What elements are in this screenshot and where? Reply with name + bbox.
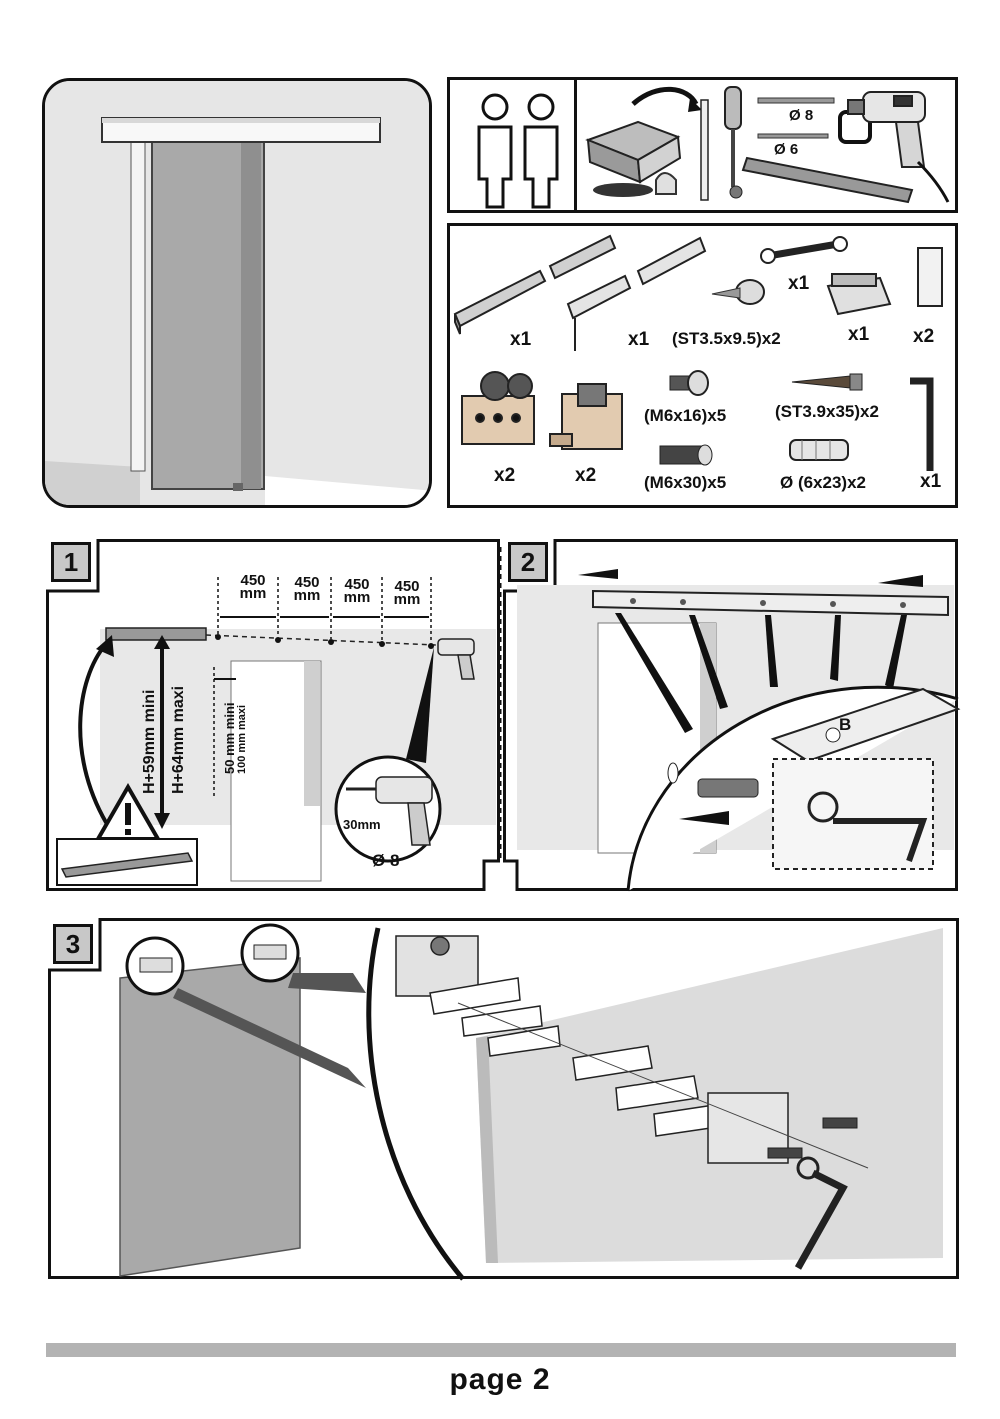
arrow-icon [631, 86, 699, 106]
tape-roll-icon [593, 183, 653, 197]
kit-hex-key-qty: x1 [920, 471, 942, 492]
cover-profile-icon [566, 236, 707, 351]
footer-bar [46, 1343, 956, 1357]
kit-guide-qty: x2 [575, 465, 597, 486]
detail-b-label: B [839, 715, 852, 734]
drill-bit-6-icon [757, 133, 829, 139]
wall-plug-icon [789, 439, 849, 461]
kit-wall-plug-qty: Ø (6x23)x2 [780, 473, 866, 492]
height-min-label: H+59mm mini [141, 689, 158, 794]
spacing-1: 450 mm [239, 572, 267, 602]
step-3-number: 3 [53, 924, 93, 964]
tools-drawing [585, 86, 950, 204]
spirit-level-inset-icon [60, 852, 194, 878]
step-1-frame [46, 539, 502, 891]
overlap-max-label: 100 mm maxi [236, 704, 248, 774]
screwdriver-icon [724, 86, 742, 130]
wrench-icon [767, 240, 839, 260]
overlap-min-label: 50 mm mini [222, 702, 237, 774]
door-overview-drawing [45, 81, 429, 505]
end-stop-icon [826, 273, 892, 316]
kit-hanger-qty: x2 [494, 465, 516, 486]
page-number-label: page 2 [449, 1363, 551, 1396]
hanger-exploded-icon [395, 935, 789, 1164]
spacing-2: 450 mm [293, 574, 321, 604]
floor-guide-icon [549, 383, 623, 450]
left-arrow-icon [578, 569, 618, 579]
kit-bolt-m6x30-qty: (M6x30)x5 [644, 473, 727, 492]
drill-diameter-label: Ø 8 [372, 851, 400, 870]
bolt-m6x30-icon [659, 444, 713, 466]
kit-spacer-qty: x2 [913, 326, 935, 347]
drill-bit-8-icon [757, 97, 835, 104]
hex-key-step3-icon [794, 1169, 848, 1270]
hardware-kit-drawing [453, 234, 943, 471]
bolts-icon [767, 1117, 858, 1159]
drill-bit-8-label: Ø 8 [789, 107, 814, 124]
step-2-panel: 2 B [503, 539, 961, 892]
hardware-kit-panel: x1 x1 (ST3.5x9.5)x2 x1 x1 x2 (M6x16)x5 (… [447, 223, 958, 508]
step-3-panel: 3 [48, 918, 959, 1281]
roller-hanger-icon [461, 371, 535, 445]
hex-key-detail-icon [833, 818, 928, 862]
spacing-3: 450 mm [343, 576, 371, 606]
spacer-plate-icon [917, 247, 943, 307]
kit-end-stop-qty: x1 [848, 324, 870, 345]
drill-hole-markers [215, 634, 434, 649]
drill-depth-label: 30mm [343, 817, 381, 832]
glue-tube-icon [655, 172, 677, 195]
spirit-level-icon [741, 156, 914, 204]
bolt-icon [697, 778, 759, 798]
door-overview-panel [42, 78, 432, 508]
insert-arrow-icon [679, 811, 729, 825]
step-1-panel: 1 450 mm 450 mm 450 mm 450 mm H+59mm min… [46, 539, 502, 891]
kit-screw-st39-qty: (ST3.9x35)x2 [775, 402, 879, 421]
toolbox-icon [585, 120, 682, 184]
kit-screw-st35-qty: (ST3.5x9.5)x2 [672, 329, 781, 348]
persons-tools-panel: Ø 8 Ø 6 [447, 77, 958, 213]
step-2-frame [503, 539, 961, 892]
kit-wrench-qty: x1 [788, 273, 810, 294]
two-persons-icon [477, 93, 559, 209]
drill-bit-6-label: Ø 6 [774, 141, 799, 158]
screw-st35-icon [711, 279, 765, 305]
bolt-m6x16-icon [669, 370, 709, 396]
kit-bolt-m6x16-qty: (M6x16)x5 [644, 406, 727, 425]
screw-st39-icon [791, 373, 863, 391]
left-arrow-icon-2 [878, 575, 923, 587]
pencil-icon [700, 99, 709, 201]
hex-key-icon [910, 377, 934, 471]
step-2-number: 2 [508, 542, 548, 582]
height-max-label: H+64mm maxi [170, 685, 187, 794]
step-1-number: 1 [51, 542, 91, 582]
spacing-4: 450 mm [393, 578, 421, 608]
kit-cover-qty: x1 [628, 329, 650, 350]
kit-rail-qty: x1 [510, 329, 532, 350]
step-1-drill-icon [437, 638, 475, 680]
step-3-frame [48, 918, 959, 1281]
rail-profile-icon [453, 234, 617, 335]
drill-icon [847, 91, 950, 203]
